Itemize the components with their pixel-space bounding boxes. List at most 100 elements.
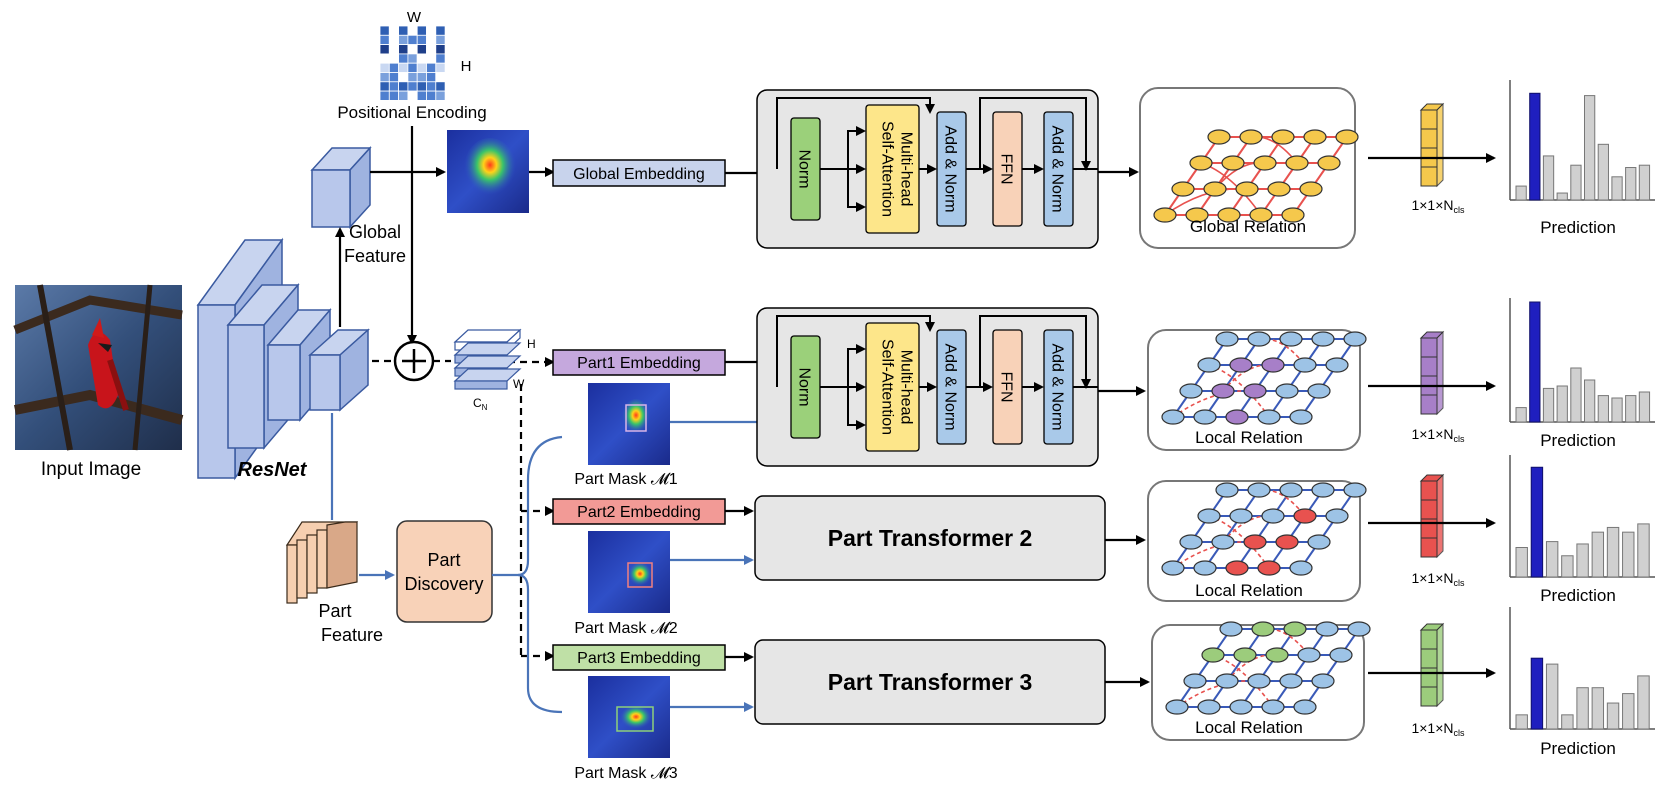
pe-cell bbox=[379, 62, 390, 73]
graph-node bbox=[1197, 508, 1221, 524]
relation-arc bbox=[1212, 654, 1275, 709]
relation-arc bbox=[1208, 364, 1271, 419]
graph-node bbox=[1299, 181, 1323, 197]
input-image bbox=[13, 284, 184, 451]
graph-node bbox=[1247, 673, 1271, 689]
graph-node bbox=[1257, 409, 1281, 425]
pe-cell bbox=[388, 72, 399, 83]
pe-cell bbox=[379, 81, 390, 92]
pe-cell bbox=[388, 62, 399, 73]
prediction-bar bbox=[1561, 714, 1574, 730]
graph-node bbox=[1315, 621, 1339, 637]
prediction-bar bbox=[1515, 407, 1527, 423]
prediction-bar bbox=[1606, 702, 1620, 730]
vector-cell bbox=[1420, 518, 1438, 539]
global-heatmap bbox=[447, 130, 529, 213]
vector-cell bbox=[1420, 480, 1438, 501]
prediction-bar bbox=[1515, 547, 1528, 578]
global-embedding-box bbox=[552, 159, 726, 187]
graph-node bbox=[1325, 357, 1349, 373]
vector-cell bbox=[1420, 537, 1438, 558]
prediction-bar bbox=[1622, 531, 1635, 578]
output-size-label-3: 1×1×Ncls bbox=[1411, 570, 1465, 588]
pe-cell bbox=[388, 25, 399, 36]
resnet-label: ResNet bbox=[238, 459, 308, 481]
pe-cell bbox=[379, 44, 390, 55]
pe-cell bbox=[426, 25, 437, 36]
graph-node bbox=[1211, 534, 1235, 550]
pe-cell bbox=[379, 53, 390, 64]
output-size-label-2: 1×1×Ncls bbox=[1411, 426, 1465, 444]
pe-cell bbox=[426, 90, 437, 101]
part3-embedding-label: Part3 Embedding bbox=[577, 650, 701, 667]
graph-node bbox=[1261, 508, 1285, 524]
part-mask-1 bbox=[588, 383, 670, 465]
pe-cell bbox=[426, 72, 437, 83]
local-relation-graph-3 bbox=[1151, 621, 1371, 741]
feature-tensor bbox=[453, 328, 522, 390]
vector-side bbox=[1436, 473, 1444, 559]
pe-cell bbox=[379, 34, 390, 45]
pe-cell bbox=[426, 44, 437, 55]
graph-node bbox=[1261, 357, 1285, 373]
graph-node bbox=[1165, 699, 1189, 715]
pe-cell bbox=[426, 34, 437, 45]
prediction-bar bbox=[1545, 541, 1559, 578]
tensor-w-label: W bbox=[513, 377, 525, 391]
graph-node bbox=[1271, 129, 1295, 145]
graph-node bbox=[1215, 482, 1239, 498]
part-feature-stack bbox=[285, 521, 359, 604]
graph-node bbox=[1293, 357, 1317, 373]
prediction-label-4: Prediction bbox=[1540, 739, 1616, 758]
global-relation-graph bbox=[1139, 87, 1359, 249]
part1-embedding-box bbox=[552, 349, 726, 376]
flow-line bbox=[776, 97, 935, 169]
pe-cell bbox=[388, 53, 399, 64]
graph-node bbox=[1161, 560, 1185, 576]
pe-cell bbox=[407, 53, 418, 64]
part3-embedding-box bbox=[552, 644, 726, 671]
graph-node bbox=[1251, 621, 1275, 637]
prediction-bar bbox=[1515, 185, 1527, 201]
graph-node bbox=[1283, 621, 1307, 637]
graph-node bbox=[1193, 409, 1217, 425]
prediction-charts bbox=[1509, 80, 1655, 730]
flow-line bbox=[979, 97, 1091, 171]
pe-cell bbox=[398, 25, 409, 36]
prediction-bar bbox=[1570, 367, 1582, 423]
graph-node bbox=[1203, 181, 1227, 197]
vector-cell bbox=[1420, 128, 1438, 149]
part2-embedding-label: Part2 Embedding bbox=[577, 504, 701, 521]
prediction-bar bbox=[1561, 555, 1574, 578]
prediction-bar bbox=[1556, 385, 1568, 423]
part2-embedding-box bbox=[552, 498, 726, 525]
prediction-bar bbox=[1556, 192, 1568, 201]
pe-cell bbox=[407, 72, 418, 83]
prediction-bar bbox=[1542, 387, 1555, 423]
pe-cell bbox=[398, 62, 409, 73]
prediction-bar bbox=[1542, 155, 1555, 201]
prediction-bar-highlight bbox=[1530, 657, 1544, 730]
prediction-bar bbox=[1584, 379, 1596, 423]
flow-line bbox=[847, 344, 866, 387]
mha-label-2: Self-Attention bbox=[879, 121, 896, 217]
graph-node bbox=[1243, 383, 1267, 399]
graph-node bbox=[1279, 673, 1303, 689]
prediction-bar bbox=[1570, 164, 1582, 201]
add-norm-label: Add & Norm bbox=[1049, 125, 1066, 212]
pe-cell bbox=[416, 44, 427, 55]
pe-cell bbox=[379, 25, 390, 36]
graph-node bbox=[1293, 508, 1317, 524]
graph-node bbox=[1253, 155, 1277, 171]
prediction-bar-highlight bbox=[1529, 301, 1541, 423]
norm-label: Norm bbox=[796, 149, 813, 188]
ffn-label: FFN bbox=[998, 371, 1015, 402]
local-relation-label-3: Local Relation bbox=[1195, 718, 1303, 737]
flow-line bbox=[776, 315, 935, 387]
pe-cell bbox=[416, 62, 427, 73]
pe-cell bbox=[426, 81, 437, 92]
add-norm-label: Add & Norm bbox=[942, 125, 959, 212]
part-transformer-2-box bbox=[754, 495, 1106, 581]
part-discovery-label-2: Discovery bbox=[404, 574, 483, 594]
